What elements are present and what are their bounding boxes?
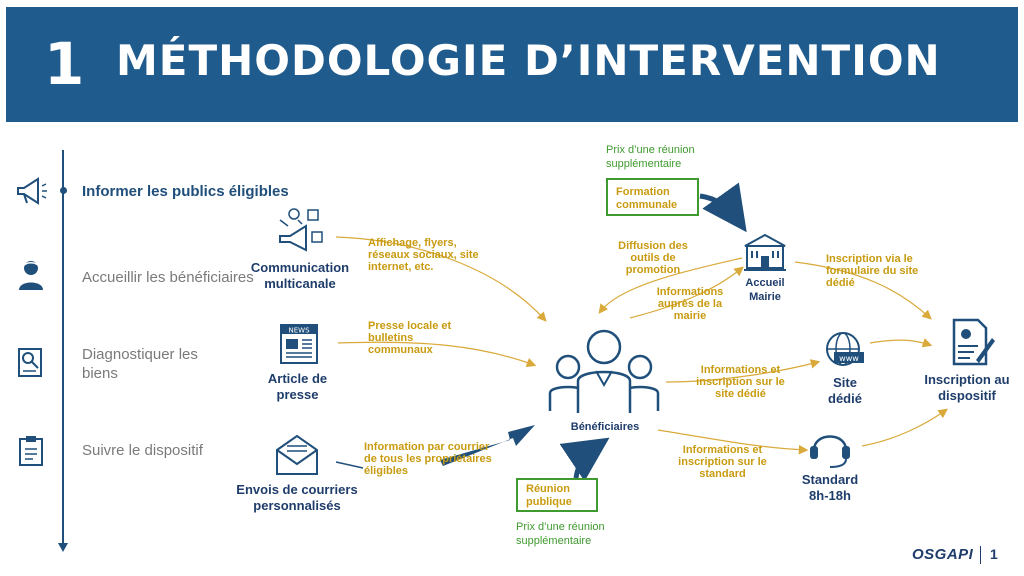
megaphone-icon: [17, 177, 47, 205]
edge-label-info-mairie: Informations auprès de la mairie: [656, 286, 724, 322]
step-dot: [60, 187, 67, 194]
clipboard-icon: [19, 436, 43, 466]
thick-arrow-courrier: [440, 425, 535, 466]
header-banner: [6, 7, 1018, 122]
edge-diffusion: [598, 257, 743, 314]
box-formation: Formation communale: [606, 178, 699, 216]
receptionist-icon: [19, 261, 43, 290]
step-label-suivre: Suivre le dispositif: [82, 442, 203, 459]
node-article: Article de presse: [267, 371, 328, 402]
thick-arrow-formation: [699, 182, 747, 233]
edge-label-inscription-via: Inscription via le formulaire du site dé…: [826, 253, 919, 289]
node-communication: Communication multicanale: [250, 260, 350, 291]
section-number: 1: [44, 30, 85, 98]
edge-courriers: [335, 461, 364, 469]
newspaper-icon: NEWS: [280, 324, 318, 364]
edge-label-affichage: Affichage, flyers, réseaux sociaux, site…: [368, 237, 479, 273]
edge-label-diffusion: Diffusion des outils de promotion: [618, 240, 688, 276]
node-site: Site dédié: [828, 375, 862, 406]
edge-label-info-site: Informations et inscription sur le site …: [696, 364, 785, 400]
edge-standard-inscription: [861, 408, 948, 447]
node-beneficiaires: Bénéficiaires: [570, 421, 640, 433]
edge-article: [337, 341, 537, 368]
node-courriers: Envois de courriers personnalisés: [236, 482, 358, 513]
node-inscription: Inscription au dispositif: [924, 372, 1010, 403]
edge-mairie-inscription: [794, 261, 932, 320]
footer-divider: [980, 546, 981, 564]
footer-brand: OSGAPI: [912, 546, 974, 563]
box-reunion: Réunion publique: [516, 478, 598, 512]
step-label-accueillir: Accueillir les bénéficiaires: [82, 269, 254, 286]
svg-text:www: www: [839, 354, 859, 363]
edge-info-mairie: [629, 266, 744, 319]
svg-text:NEWS: NEWS: [288, 327, 310, 335]
edge-site-inscription: [869, 338, 933, 348]
globe-www-icon: www: [826, 332, 864, 366]
thick-arrow-reunion: [559, 437, 610, 482]
step-label-informer: Informer les publics éligibles: [82, 183, 289, 200]
social-media-icon: [279, 208, 323, 252]
price-note-top: Prix d’une réunion supplémentaire: [606, 144, 695, 170]
timeline-arrow: [58, 543, 68, 552]
node-mairie: Accueil Mairie: [745, 277, 785, 303]
edge-label-courrier: Information par courrier de tous les pro…: [364, 441, 492, 477]
headset-icon: [810, 435, 850, 468]
page-title: MÉTHODOLOGIE D’INTERVENTION: [116, 36, 941, 85]
town-hall-icon: [744, 233, 786, 271]
edge-label-presse: Presse locale et bulletins communaux: [368, 320, 452, 356]
step-label-diagnostiquer: Diagnostiquer les biens: [82, 346, 198, 382]
footer-page-number: 1: [990, 546, 998, 562]
node-standard: Standard 8h-18h: [801, 472, 859, 503]
price-note-bottom: Prix d’une réunion supplémentaire: [516, 521, 605, 547]
inspection-icon: [18, 348, 42, 377]
edge-standard: [657, 429, 809, 455]
people-group-icon: [548, 329, 660, 413]
edge-site: [665, 359, 821, 383]
edge-communication: [335, 236, 547, 322]
edge-label-info-standard: Informations et inscription sur le stand…: [678, 444, 767, 480]
envelope-icon: [276, 434, 318, 475]
form-signature-icon: [952, 318, 995, 366]
